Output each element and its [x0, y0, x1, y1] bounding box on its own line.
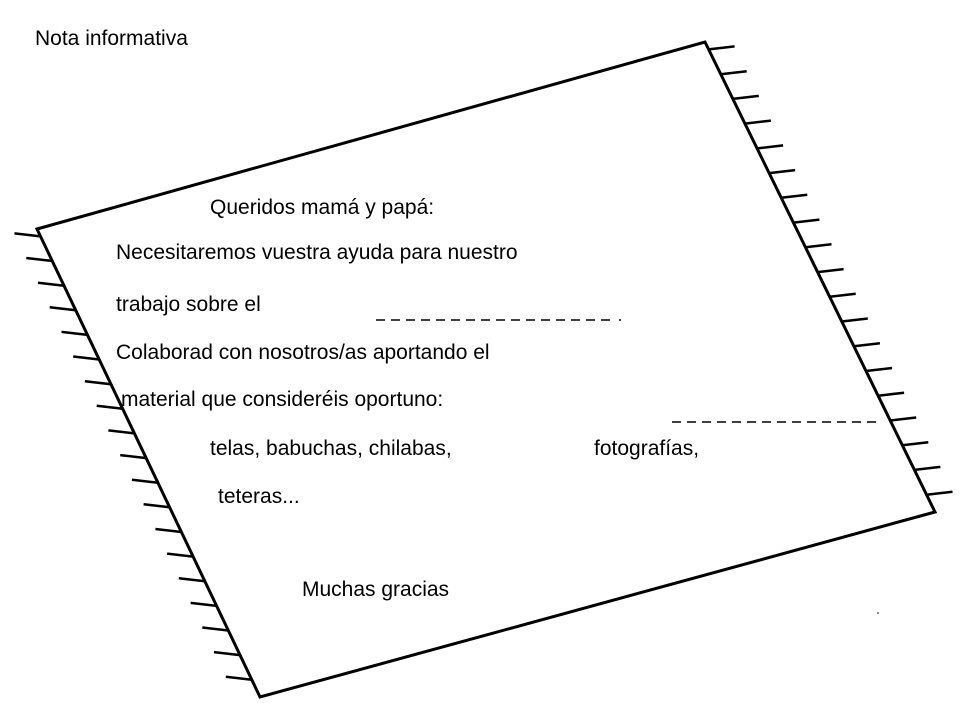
fringe-tassel	[143, 503, 170, 509]
fringe-tassel	[732, 94, 759, 101]
fringe-tassel	[61, 330, 88, 337]
fringe-tassel	[756, 144, 784, 150]
fringe-tassel	[877, 391, 905, 397]
fringe-tassel	[26, 256, 53, 263]
body-line-4: material que consideréis oportuno:	[121, 388, 444, 411]
fringe-tassel	[769, 168, 796, 175]
fringe-tassel	[720, 69, 747, 76]
material-list-part-2: fotografías,	[594, 437, 700, 460]
fringe-tassel	[213, 650, 241, 657]
fringe-tassel	[708, 45, 735, 51]
fringe-tassel	[817, 267, 844, 274]
fringe-tassel	[108, 429, 135, 435]
fringe-tassel	[744, 119, 772, 125]
fringe-tassel	[841, 317, 868, 323]
fringe-tassel	[49, 306, 76, 312]
fringe-tassel	[73, 355, 100, 361]
fringe-tassel	[914, 465, 941, 472]
fringe-tassel	[120, 453, 147, 460]
rug-border	[34, 40, 938, 699]
fringe-tassel	[166, 552, 194, 558]
fringe-tassel	[84, 379, 112, 386]
fringe-tassel	[96, 404, 123, 411]
fringe-tassel	[793, 218, 820, 224]
rug-fringe-right	[708, 45, 953, 496]
fringe-tassel	[225, 675, 252, 682]
fringe-tassel	[202, 626, 229, 632]
stray-dot	[877, 612, 879, 614]
closing-thanks: Muchas gracias	[302, 578, 450, 601]
fringe-tassel	[178, 576, 205, 583]
fringe-tassel	[926, 490, 953, 496]
fringe-tassel	[781, 193, 808, 200]
body-line-1: Necesitaremos vuestra ayuda para nuestro	[116, 241, 518, 264]
material-list-part-1: telas, babuchas, chilabas,	[210, 437, 452, 460]
material-list-part-3: teteras...	[218, 485, 300, 508]
fringe-tassel	[805, 243, 832, 249]
rug-fringe-left	[14, 232, 252, 682]
fringe-tassel	[37, 281, 65, 287]
note-title: Nota informativa	[35, 27, 188, 50]
fringe-tassel	[829, 292, 856, 299]
fringe-tassel	[190, 601, 217, 608]
fringe-tassel	[853, 342, 881, 348]
body-line-3: Colaborad con nosotros/as aportando el	[116, 341, 490, 364]
greeting: Queridos mamá y papá:	[210, 196, 435, 219]
fringe-tassel	[14, 232, 41, 238]
stray-dot	[619, 319, 621, 321]
fringe-tassel	[131, 478, 159, 484]
fringe-tassel	[902, 440, 929, 447]
body-line-2: trabajo sobre el	[116, 293, 261, 316]
fringe-tassel	[155, 527, 182, 534]
fringe-tassel	[890, 416, 917, 422]
fringe-tassel	[865, 366, 893, 373]
